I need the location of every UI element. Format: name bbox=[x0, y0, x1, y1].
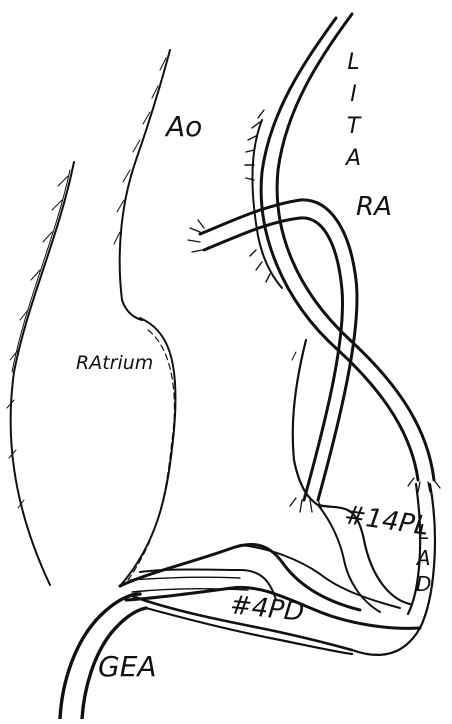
label-lita-letter-4: A bbox=[346, 148, 361, 170]
label-lad-letter-2: A bbox=[417, 548, 431, 568]
label-lita-letter-2: I bbox=[350, 84, 357, 106]
radial-artery-graft bbox=[188, 200, 357, 512]
label-lita: L I T A bbox=[346, 52, 361, 170]
label-lad-letter-1: L bbox=[418, 522, 429, 542]
label-lad: L A D bbox=[416, 522, 431, 594]
aorta-outline bbox=[114, 50, 170, 320]
right-atrium-outline bbox=[7, 162, 176, 586]
label-ao: Ao bbox=[166, 110, 202, 143]
label-gea: GEA bbox=[98, 650, 157, 683]
label-lita-letter-1: L bbox=[347, 52, 359, 74]
label-lad-letter-3: D bbox=[416, 574, 431, 594]
label-ratrium: RAtrium bbox=[76, 352, 153, 374]
label-ra: RA bbox=[356, 192, 392, 222]
label-lita-letter-3: T bbox=[347, 116, 360, 138]
